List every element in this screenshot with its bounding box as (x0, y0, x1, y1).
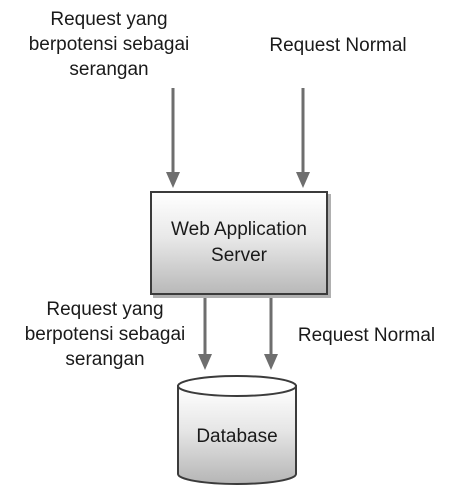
database-cylinder (177, 375, 297, 485)
server-label: Web Application Server (171, 219, 307, 266)
label-mid-attack-request: Request yang berpotensi sebagai serangan (24, 299, 186, 370)
arrow-top-attack (166, 88, 180, 188)
arrow-mid-attack (198, 298, 212, 370)
label-mid-normal-request: Request Normal (297, 325, 436, 346)
arrow-top-normal (296, 88, 310, 188)
database-label: Database (196, 426, 278, 447)
web-application-server-node: Web Application Server (150, 191, 328, 295)
label-top-normal-request: Request Normal (269, 35, 407, 56)
arrow-mid-normal (264, 298, 278, 370)
label-top-attack-request: Request yang berpotensi sebagai serangan (28, 9, 190, 80)
